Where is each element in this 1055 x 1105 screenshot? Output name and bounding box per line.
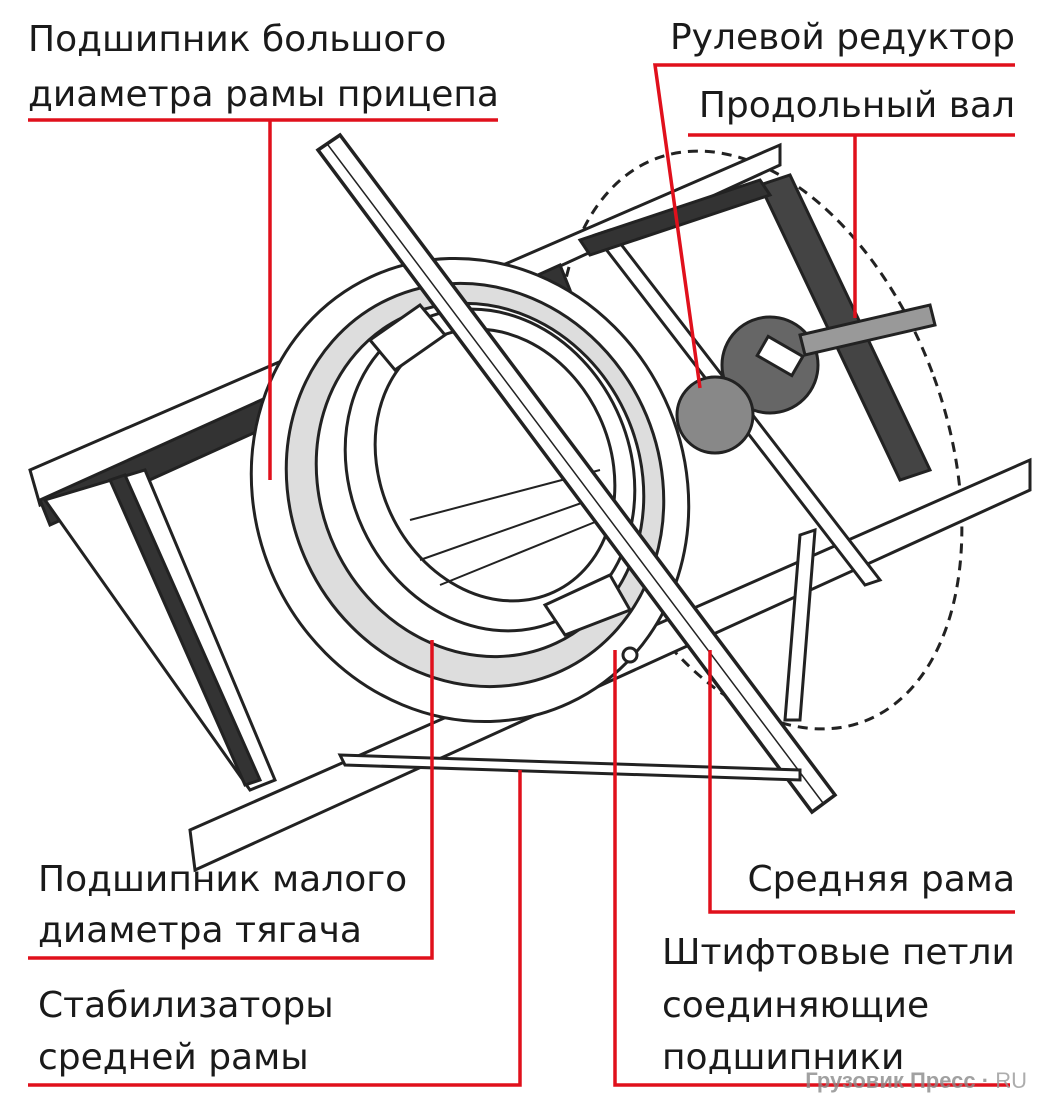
leader-steering-gear xyxy=(652,63,1015,389)
label-stabilizers-2: средней рамы xyxy=(38,1037,309,1078)
leader-small-bearing xyxy=(28,640,434,960)
watermark-name: Грузовик Пресс xyxy=(805,1068,976,1093)
leader-longitudinal-shaft xyxy=(688,133,1015,318)
label-small-bearing-1: Подшипник малого xyxy=(38,859,408,900)
stabilizers xyxy=(337,527,817,782)
label-middle-frame: Средняя рама xyxy=(747,859,1015,900)
steering-gear xyxy=(675,315,820,455)
label-longitudinal-shaft: Продольный вал xyxy=(698,85,1015,126)
leader-large-bearing xyxy=(28,118,498,480)
label-pin-hinges-1: Штифтовые петли xyxy=(662,932,1015,973)
leader-lines xyxy=(28,63,1015,1087)
label-pin-hinges-3: подшипники xyxy=(662,1037,905,1078)
label-pin-hinges-2: соединяющие xyxy=(662,985,930,1026)
pin-hinges xyxy=(367,302,639,664)
leader-pin-hinges xyxy=(613,650,1010,1087)
longitudinal-shaft xyxy=(798,303,937,357)
label-stabilizers-1: Стабилизаторы xyxy=(38,985,334,1026)
label-steering-gear: Рулевой редуктор xyxy=(669,17,1015,58)
leader-stabilizers xyxy=(28,770,522,1087)
label-large-bearing-1: Подшипник большого xyxy=(28,19,447,60)
leader-middle-frame xyxy=(708,650,1015,914)
label-large-bearing-2: диаметра рамы прицепа xyxy=(28,74,499,115)
label-small-bearing-2: диаметра тягача xyxy=(38,910,362,951)
watermark: Грузовик Пресс · RU xyxy=(805,1068,1027,1093)
watermark-suffix: RU xyxy=(995,1068,1027,1093)
small-bearing xyxy=(343,307,637,633)
